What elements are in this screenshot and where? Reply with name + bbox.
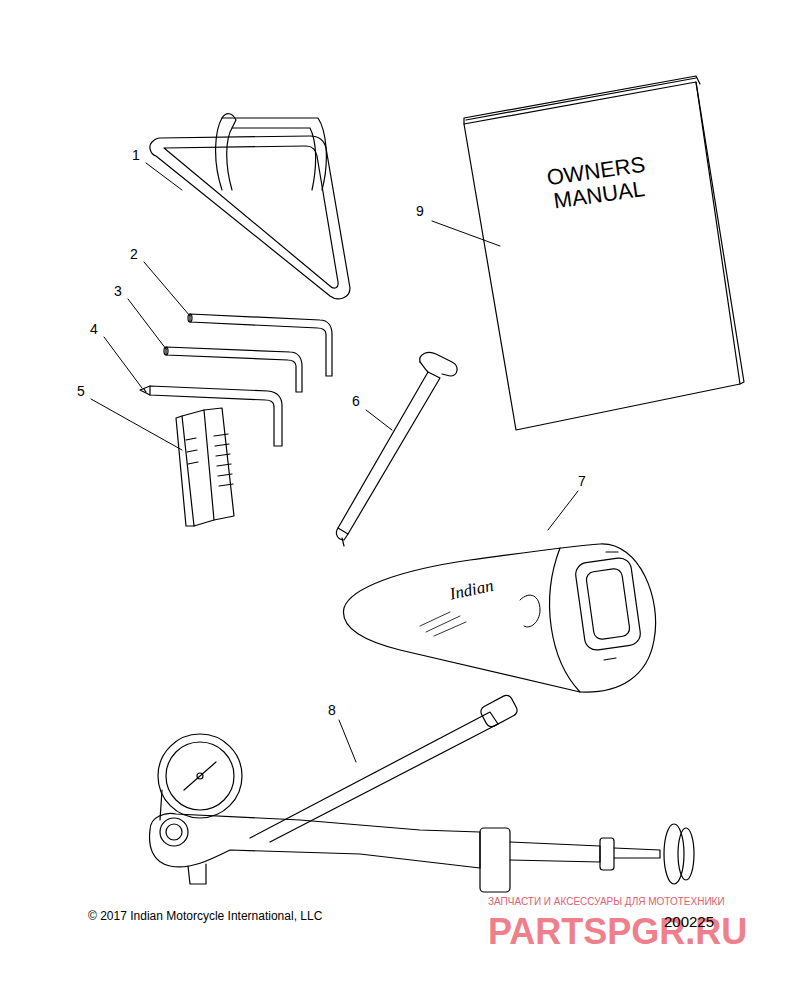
callout-number: 6 (352, 394, 360, 409)
callout-number: 4 (90, 322, 98, 337)
air-pump (150, 693, 694, 892)
callout-number: 3 (114, 284, 122, 299)
copyright: © 2017 Indian Motorcycle International, … (88, 910, 322, 923)
rod-tool (336, 352, 457, 546)
torx-key (140, 386, 282, 446)
callout-number: 5 (77, 384, 85, 399)
clip-tool (150, 114, 350, 299)
callout-number: 9 (416, 204, 424, 219)
callout-number: 2 (130, 247, 138, 262)
fuse-puller (176, 408, 234, 526)
leader-lines (91, 163, 578, 762)
owners-manual-book (464, 76, 744, 430)
hex-key (188, 314, 332, 376)
watermark: ЗАПЧАСТИ И АКСЕССУАРЫ ДЛЯ МОТОТЕХНИКИ (488, 896, 725, 907)
tank-case (343, 544, 655, 692)
callout-number: 8 (328, 703, 336, 718)
hex-key (164, 347, 302, 392)
logo-text: Indian (448, 577, 495, 605)
callout-number: 1 (132, 148, 140, 163)
diagram-number: 200225 (664, 914, 714, 931)
book-title: OWNERS MANUAL (520, 149, 675, 218)
callout-number: 7 (578, 474, 586, 489)
